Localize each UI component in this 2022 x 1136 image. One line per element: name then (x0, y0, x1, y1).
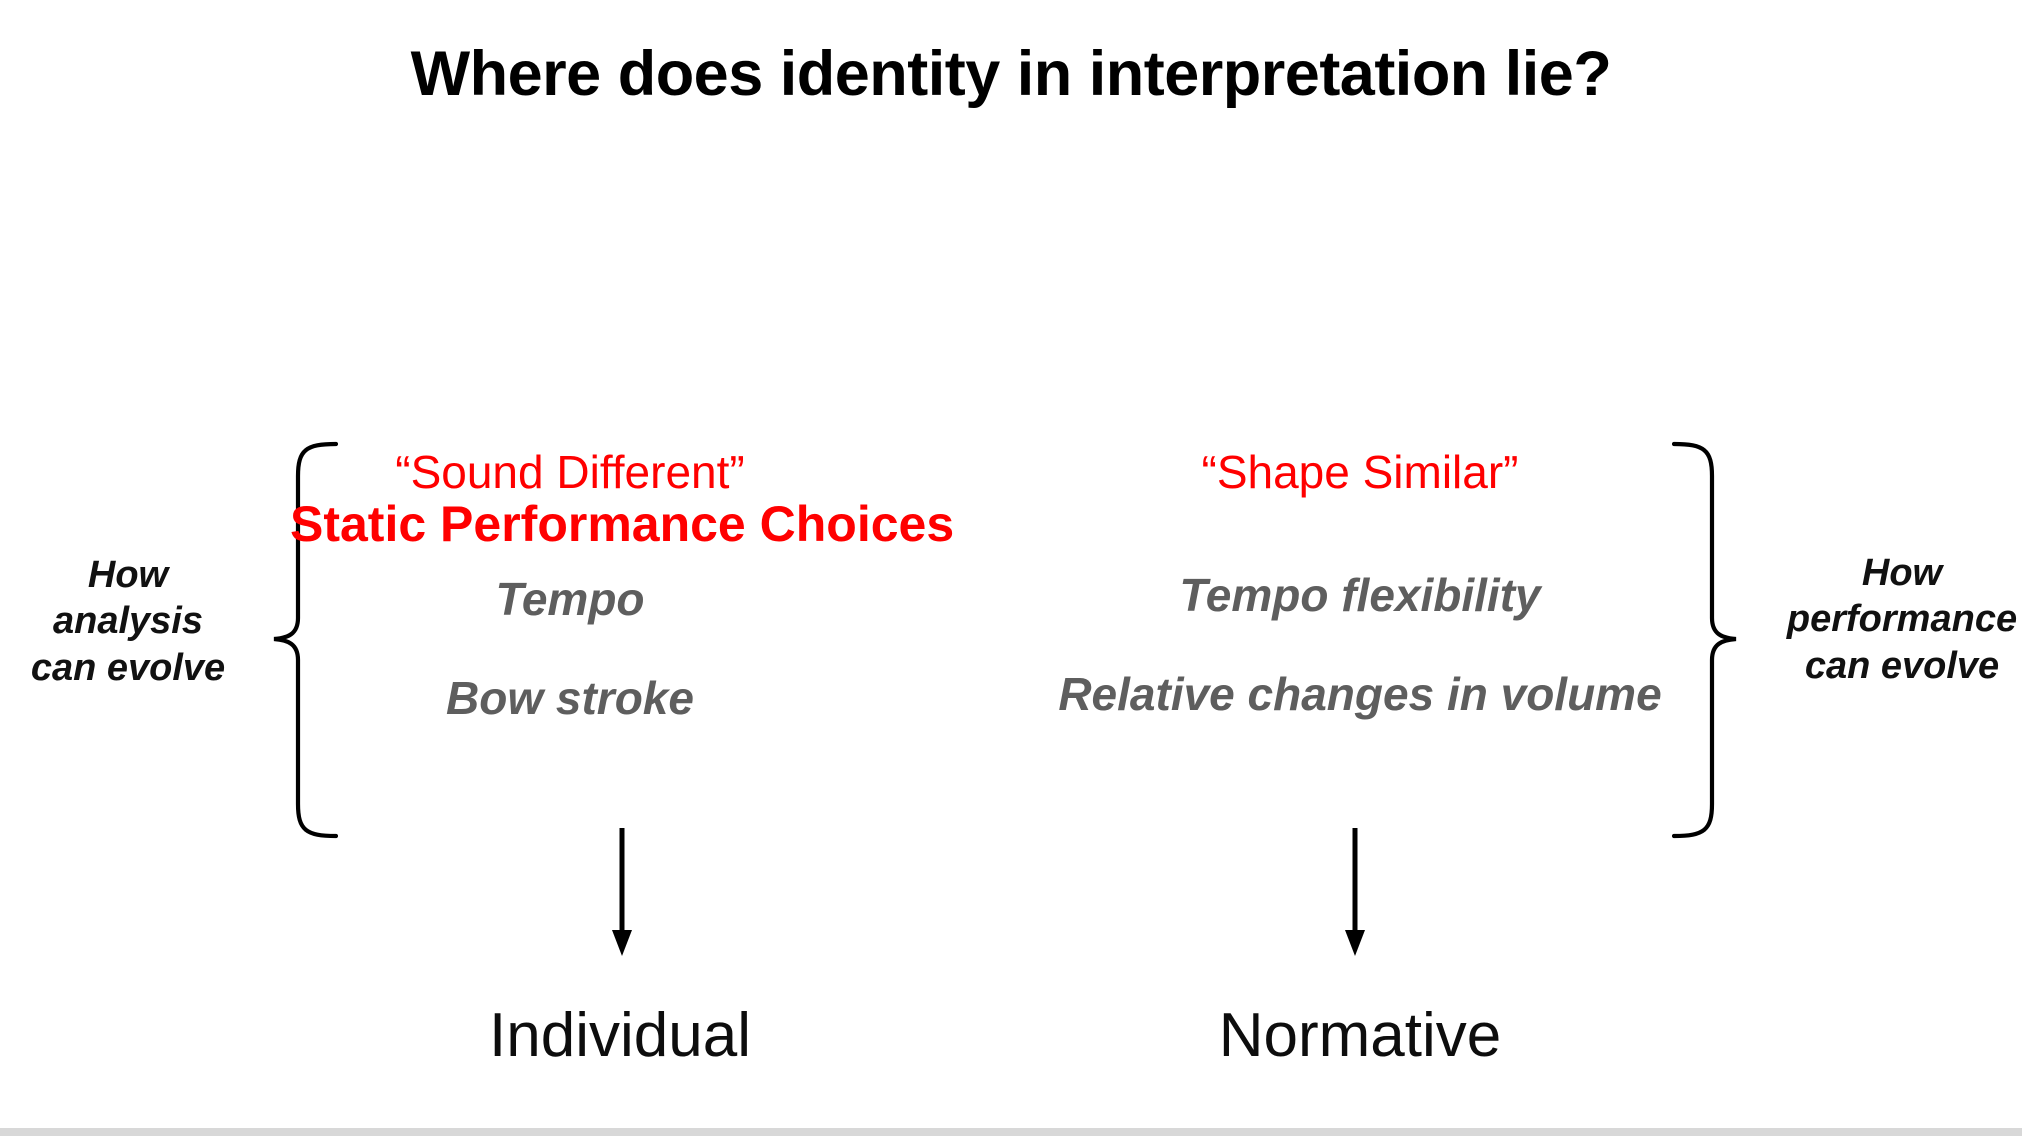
outcome-label-left: Individual (489, 1001, 751, 1070)
column-left-attribute-1: Tempo (495, 573, 645, 626)
column-right: “Shape Similar” Tempo flexibility Relati… (1010, 448, 1710, 719)
column-left-heading-quote: “Sound Different” (395, 446, 745, 498)
left-brace-label-line-1: How (87, 554, 169, 596)
right-brace-label-line-1: How (1861, 552, 1943, 594)
column-left-attribute-2: Bow stroke (446, 671, 694, 724)
right-brace-label: How performance can evolve (1782, 550, 2022, 689)
down-arrow-icon-right (1345, 828, 1365, 956)
column-left: “Sound Different” Static Performance Cho… (290, 446, 955, 724)
left-brace-label-line-3: can evolve (30, 646, 226, 689)
right-brace-label-line-3: can evolve (1804, 644, 2000, 687)
down-arrow-icon-left (612, 828, 632, 956)
column-left-heading-bold: Static Performance Choices (290, 496, 955, 553)
column-right-attribute-1: Tempo flexibility (1179, 569, 1541, 622)
right-brace-label-line-2: performance (1786, 598, 2018, 641)
left-brace-label: How analysis can evolve (18, 552, 238, 691)
bottom-edge-strip (0, 1128, 2022, 1136)
left-curly-brace-icon (273, 441, 338, 839)
column-right-attribute-2: Relative changes in volume (1058, 667, 1662, 720)
column-right-heading-quote: “Shape Similar” (1201, 446, 1519, 498)
right-curly-brace-icon (1672, 441, 1737, 839)
left-brace-label-line-2: analysis (53, 600, 203, 643)
outcome-label-right: Normative (1218, 1001, 1502, 1070)
page-title: Where does identity in interpretation li… (410, 39, 1612, 109)
